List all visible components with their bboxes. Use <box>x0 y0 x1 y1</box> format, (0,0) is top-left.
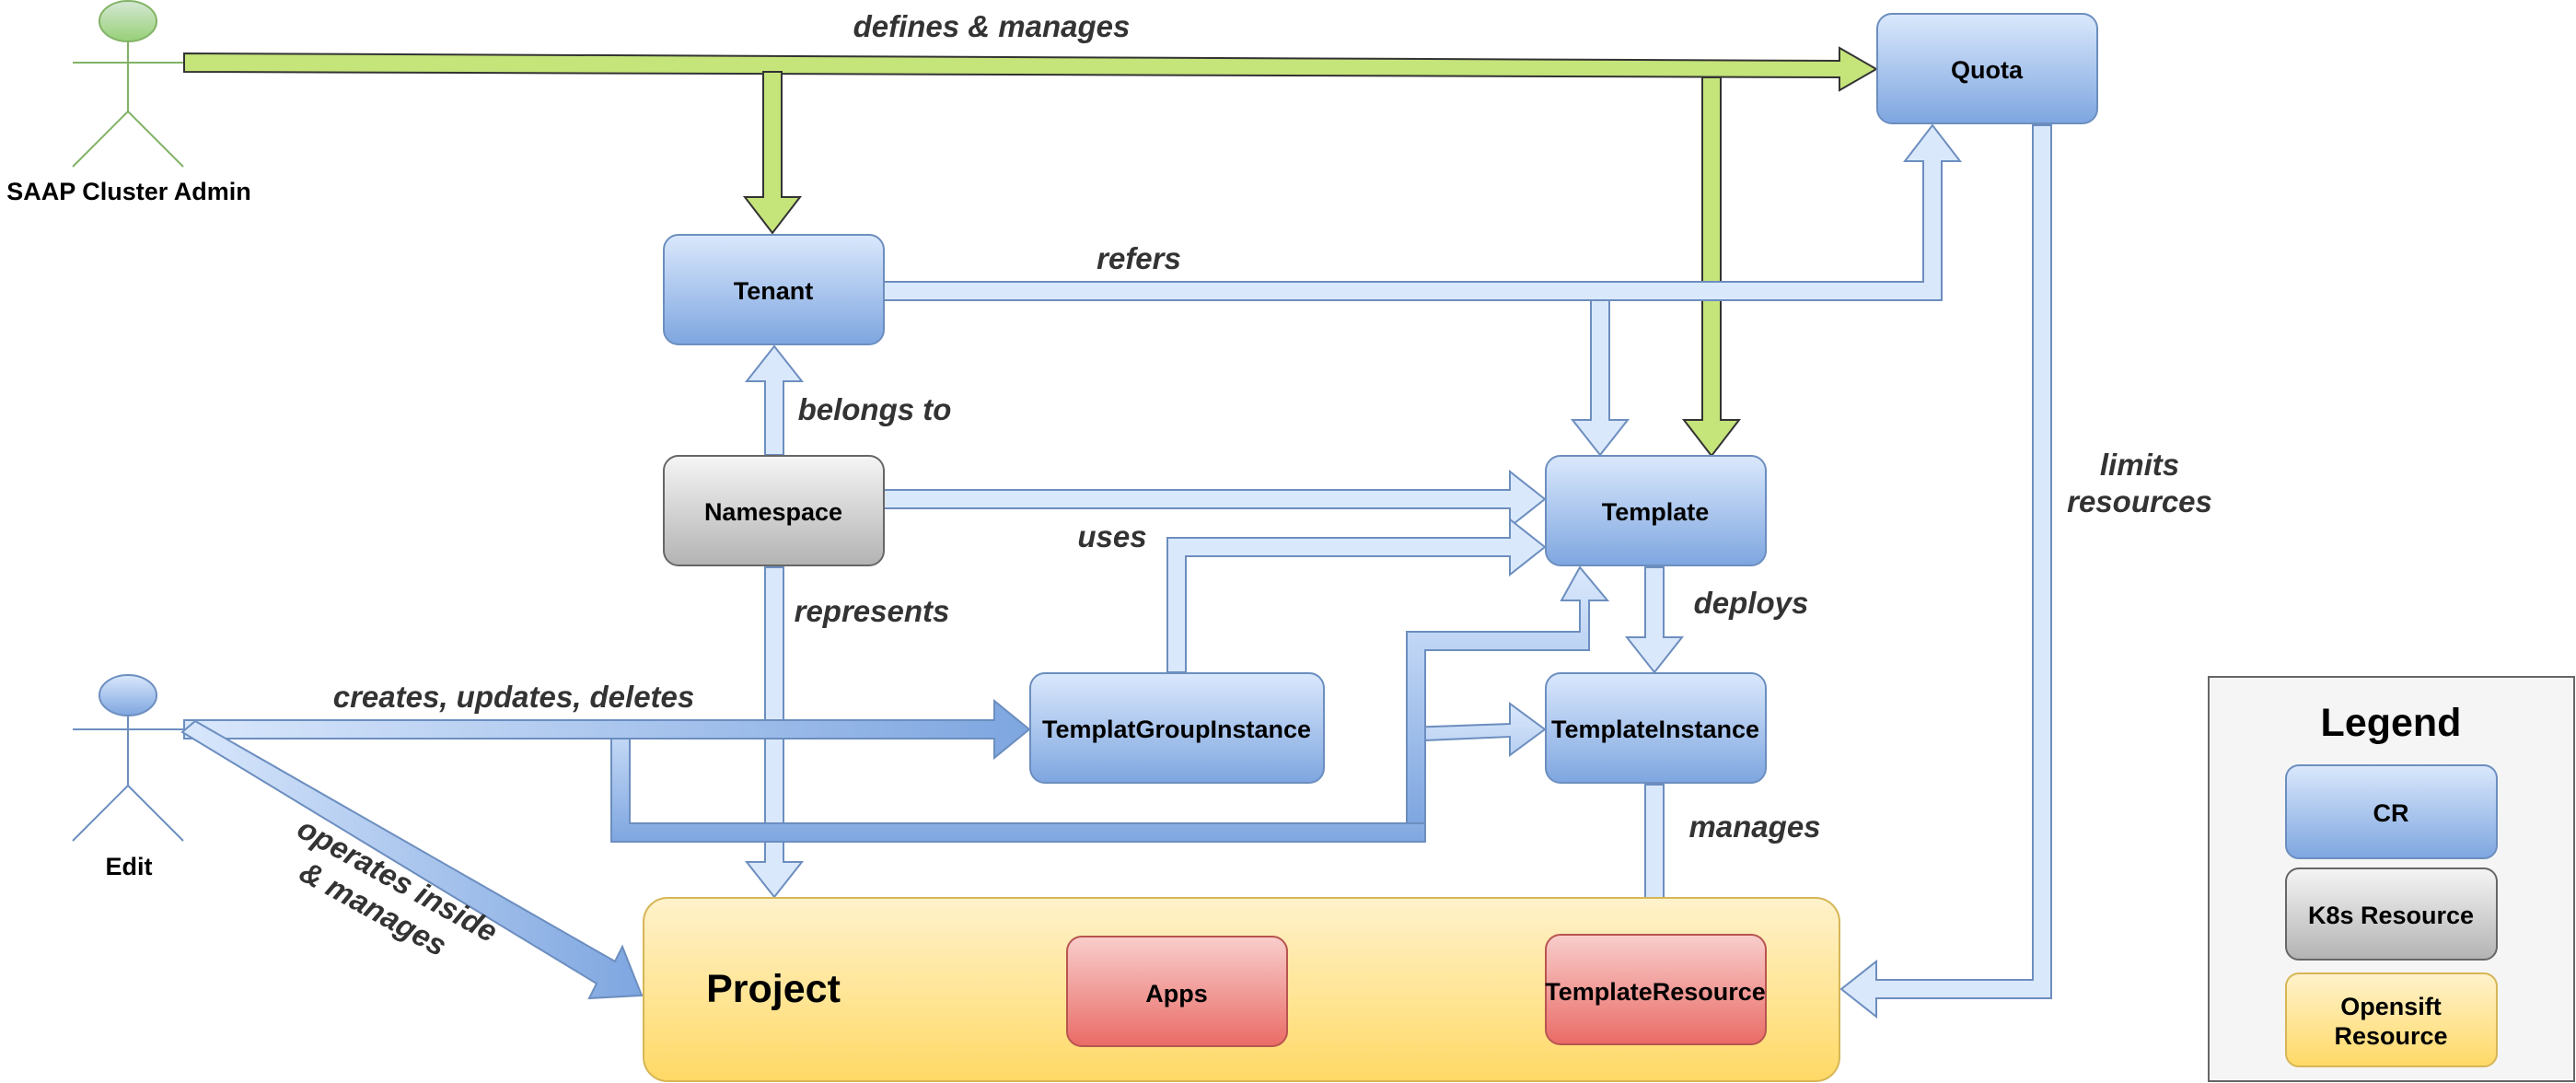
limits-label-line1: limits <box>2100 448 2179 482</box>
edit-actor-leg-left <box>72 785 129 842</box>
limits-label-line2: resources <box>2067 484 2212 518</box>
refers-label: refers <box>1097 241 1181 275</box>
template-resource-node[interactable]: TemplateResource <box>1545 934 1767 1045</box>
tenant-to-template-arrow <box>1570 299 1630 457</box>
template-group-instance-node[interactable]: TemplatGroupInstance <box>1029 672 1325 784</box>
template-deploys-instance-arrow <box>1624 566 1685 674</box>
apps-node-box <box>1066 936 1288 1047</box>
uses-label: uses <box>1077 519 1146 553</box>
template-instance-label: TemplateInstance <box>1551 716 1759 743</box>
legend-title: Legend <box>2321 701 2462 745</box>
legend-item-openshift-line1: Opensift <box>2340 993 2442 1020</box>
legend-item-openshift-line2: Resource <box>2334 1022 2447 1050</box>
edit-actor-label: Edit <box>106 853 153 880</box>
legend-item-cr: CR <box>2373 799 2409 827</box>
legend: Legend CR K8s Resource Opensift Resource <box>2208 676 2575 1082</box>
admin-to-tenant-arrow <box>742 71 803 235</box>
apps-node[interactable]: Apps <box>1066 936 1288 1047</box>
edit-to-template-arrow <box>1406 565 1610 824</box>
admin-actor <box>72 0 184 168</box>
quota-node[interactable]: Quota <box>1876 13 2098 124</box>
legend-swatch-cr <box>2285 764 2498 859</box>
template-label: Template <box>1602 498 1710 526</box>
deploys-label: deploys <box>1694 586 1809 620</box>
edit-to-template-instance-arrow <box>610 702 1547 843</box>
tenant-label: Tenant <box>734 277 814 305</box>
quota-label: Quota <box>1951 56 2024 84</box>
quota-node-box <box>1876 13 2098 124</box>
belongs-to-label: belongs to <box>798 392 952 426</box>
template-resource-node-box <box>1545 934 1767 1045</box>
template-node[interactable]: Template <box>1545 455 1767 566</box>
apps-label: Apps <box>1145 980 1208 1007</box>
manages-label: manages <box>1688 809 1820 844</box>
template-node-box <box>1545 455 1767 566</box>
defines-manages-arrow <box>183 46 1879 92</box>
project-label: Project <box>706 967 841 1011</box>
template-instance-node[interactable]: TemplateInstance <box>1545 672 1767 784</box>
namespace-uses-template-arrow <box>883 469 1547 530</box>
defines-manages-label: defines & manages <box>853 9 1131 43</box>
admin-actor-leg-left <box>72 111 129 168</box>
namespace-label: Namespace <box>704 498 842 526</box>
admin-actor-leg-right <box>127 111 184 168</box>
edit-actor-leg-right <box>127 785 184 842</box>
tgi-to-template-arrow <box>1166 517 1547 673</box>
legend-swatch-k8s <box>2285 868 2498 961</box>
namespace-belongs-tenant-arrow <box>744 344 805 456</box>
template-resource-label: TemplateResource <box>1545 978 1766 1006</box>
quota-limits-project-arrow <box>1839 124 2052 1019</box>
namespace-node-box <box>663 455 885 566</box>
template-group-instance-node-box <box>1029 672 1325 784</box>
admin-actor-head <box>99 0 157 42</box>
admin-to-template-arrow <box>1681 76 1742 458</box>
template-instance-node-box <box>1545 672 1767 784</box>
tenant-node-box <box>663 234 885 345</box>
template-group-instance-label: TemplatGroupInstance <box>1042 716 1311 743</box>
tenant-node[interactable]: Tenant <box>663 234 885 345</box>
legend-swatch-openshift <box>2285 972 2498 1067</box>
legend-item-k8s: K8s Resource <box>2308 902 2474 929</box>
admin-actor-label: SAAP Cluster Admin <box>6 178 251 205</box>
edit-creates-tgi-arrow <box>183 698 1031 761</box>
edit-actor <box>72 674 184 842</box>
edit-operates-project-arrow <box>180 719 644 1000</box>
edit-actor-head <box>99 674 157 716</box>
creates-updates-deletes-label: creates, updates, deletes <box>333 680 695 714</box>
namespace-node[interactable]: Namespace <box>663 455 885 566</box>
tenant-refers-quota-arrow <box>883 123 1963 301</box>
represents-label: represents <box>795 594 950 628</box>
